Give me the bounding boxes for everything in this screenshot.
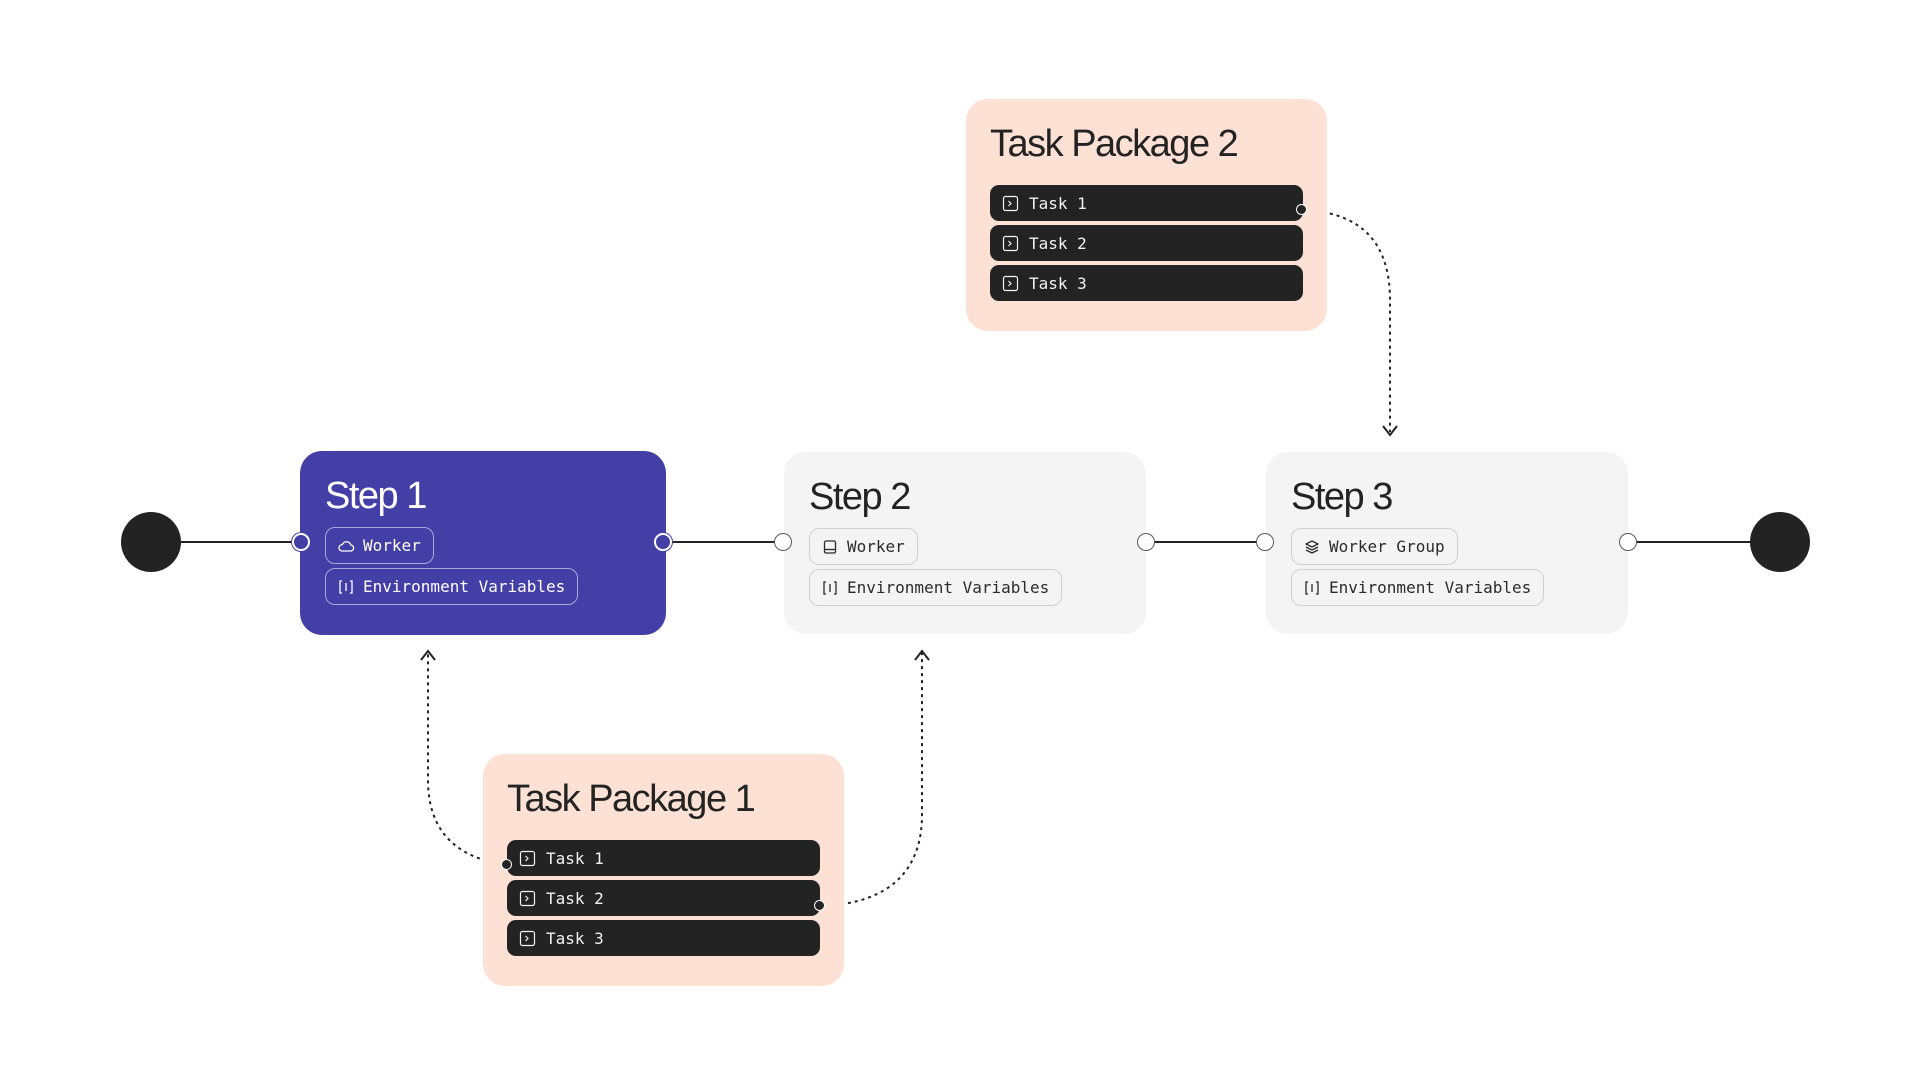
task-label: Task 3 [546, 928, 604, 948]
task-item[interactable]: Task 1 [507, 840, 820, 876]
task-label: Task 2 [1029, 233, 1087, 253]
task-package-1-title: Task Package 1 [507, 778, 756, 820]
link-pkg1-task1-to-step1 [427, 652, 508, 866]
task-item[interactable]: Task 2 [990, 225, 1303, 261]
step-1-card[interactable]: Step 1 Worker Environment Variables [300, 451, 666, 635]
pkg2-task1-link-anchor[interactable] [1296, 204, 1307, 215]
terminal-icon [519, 890, 536, 907]
task-item[interactable]: Task 3 [990, 265, 1303, 301]
start-node [121, 512, 181, 572]
step-2-worker-chip[interactable]: Worker [809, 528, 918, 565]
terminal-icon [519, 850, 536, 867]
step-1-title: Step 1 [325, 475, 427, 517]
step-1-output-port[interactable] [654, 533, 672, 551]
chip-label: Worker [363, 536, 421, 555]
step-1-env-chip[interactable]: Environment Variables [325, 568, 579, 605]
terminal-icon [1002, 275, 1019, 292]
variable-icon [821, 579, 839, 597]
cloud-icon [337, 537, 355, 555]
terminal-icon [519, 930, 536, 947]
task-label: Task 1 [1029, 193, 1087, 213]
task-item[interactable]: Task 2 [507, 880, 820, 916]
server-icon [821, 538, 839, 556]
chip-label: Worker [847, 537, 905, 556]
arrow-down-step3 [1382, 425, 1398, 437]
step-3-card[interactable]: Step 3 Worker Group Environment Variable… [1266, 452, 1628, 634]
step-2-env-chip[interactable]: Environment Variables [809, 569, 1063, 606]
pkg1-task2-link-anchor[interactable] [814, 900, 825, 911]
chip-label: Environment Variables [363, 577, 566, 596]
task-label: Task 2 [546, 888, 604, 908]
end-node [1750, 512, 1810, 572]
pkg1-task1-link-anchor[interactable] [501, 859, 512, 870]
task-label: Task 3 [1029, 273, 1087, 293]
task-label: Task 1 [546, 848, 604, 868]
variable-icon [1303, 579, 1321, 597]
task-package-2-card[interactable]: Task Package 2 Task 1 Task 2 Task 3 [966, 99, 1327, 331]
arrow-up-step1 [420, 649, 436, 661]
task-package-1-card[interactable]: Task Package 1 Task 1 Task 2 Task 3 [483, 754, 844, 986]
step-3-output-port[interactable] [1619, 533, 1637, 551]
task-item[interactable]: Task 3 [507, 920, 820, 956]
step-2-card[interactable]: Step 2 Worker Environment Variables [784, 452, 1146, 634]
step-2-title: Step 2 [809, 476, 911, 518]
terminal-icon [1002, 195, 1019, 212]
step-1-input-port[interactable] [292, 533, 310, 551]
chip-label: Worker Group [1329, 537, 1445, 556]
terminal-icon [1002, 235, 1019, 252]
arrow-up-step2 [914, 649, 930, 661]
chip-label: Environment Variables [1329, 578, 1532, 597]
task-package-2-title: Task Package 2 [990, 123, 1239, 165]
task-item[interactable]: Task 1 [990, 185, 1303, 221]
variable-icon [337, 578, 355, 596]
layers-icon [1303, 538, 1321, 556]
step-3-worker-group-chip[interactable]: Worker Group [1291, 528, 1458, 565]
step-1-worker-chip[interactable]: Worker [325, 527, 434, 564]
step-3-env-chip[interactable]: Environment Variables [1291, 569, 1545, 606]
chip-label: Environment Variables [847, 578, 1050, 597]
step-3-input-port[interactable] [1256, 533, 1274, 551]
step-2-output-port[interactable] [1137, 533, 1155, 551]
step-3-title: Step 3 [1291, 476, 1393, 518]
step-2-input-port[interactable] [774, 533, 792, 551]
